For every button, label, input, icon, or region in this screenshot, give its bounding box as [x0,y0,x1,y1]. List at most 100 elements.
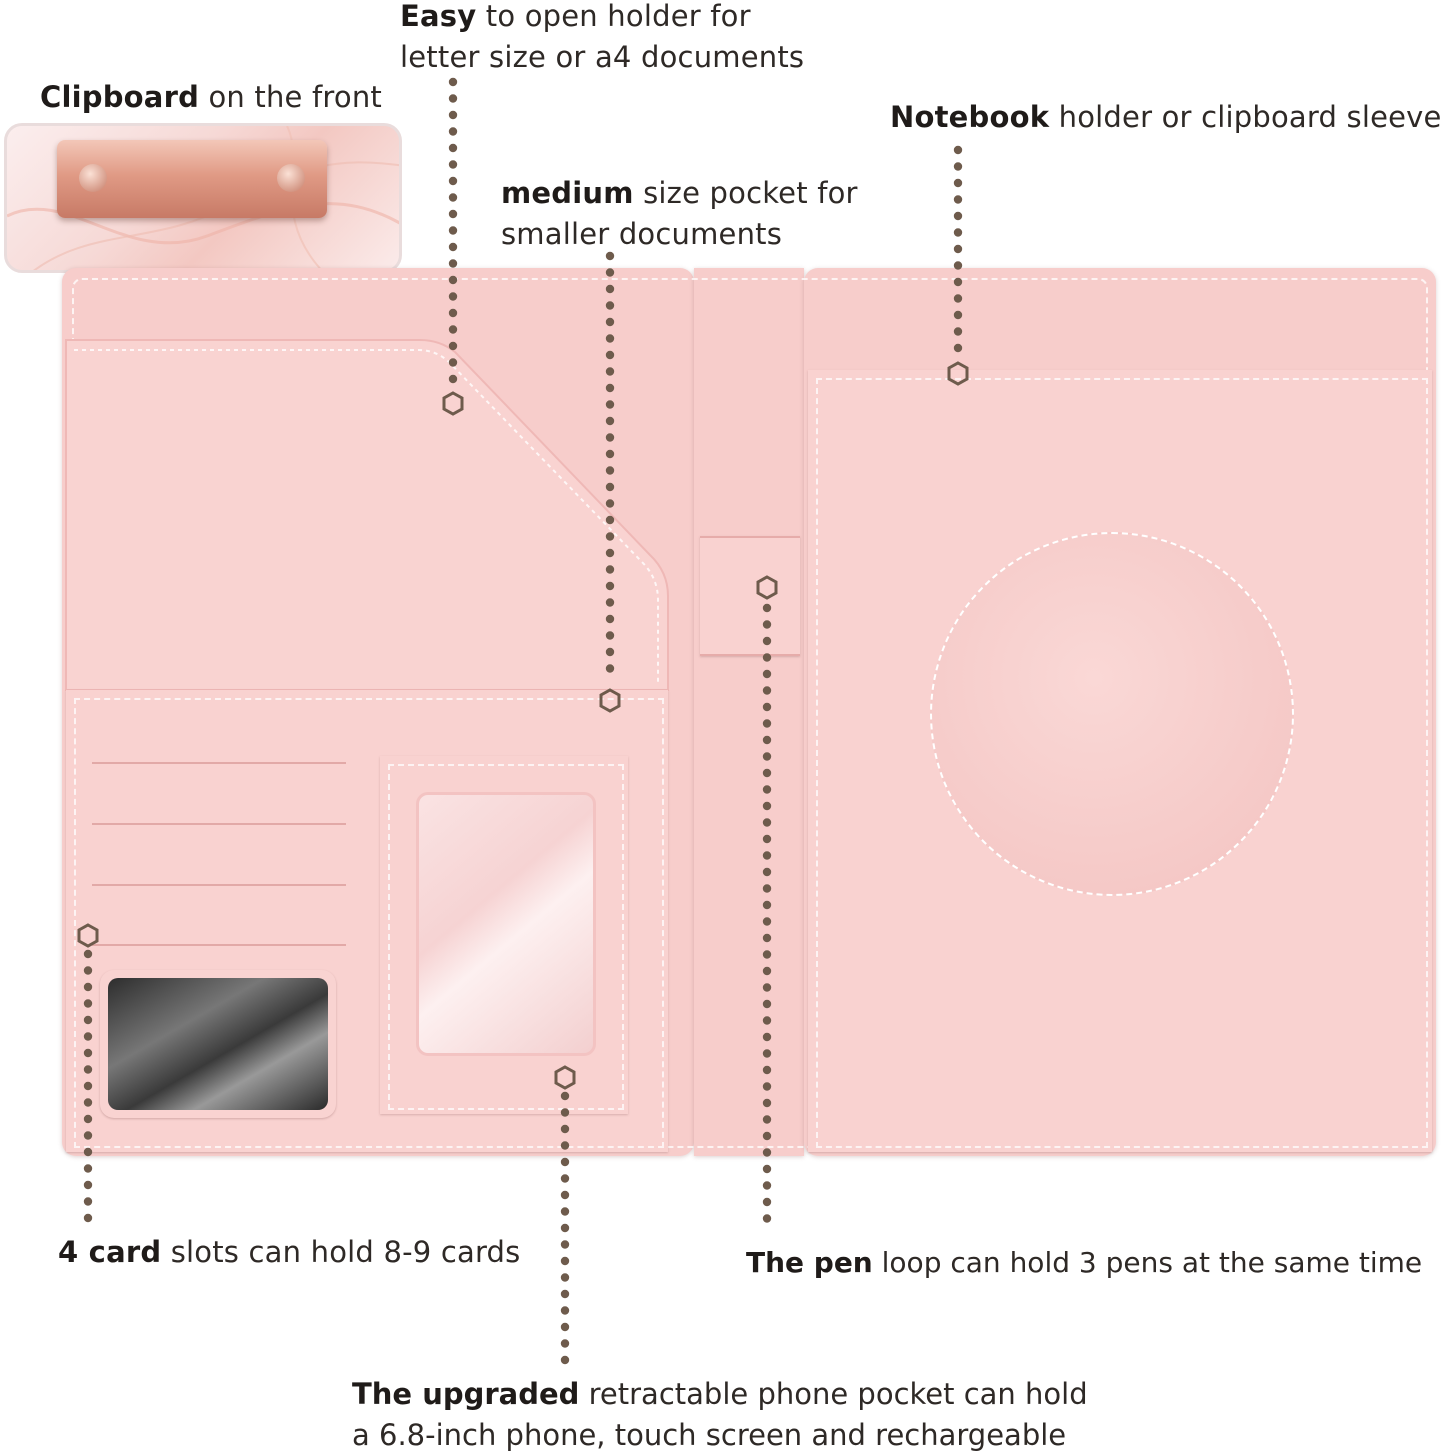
leader-dot [83,1048,93,1058]
annotation-easy-text: to open holder for [476,0,751,33]
leader-dot [560,1091,570,1101]
pen-loop [700,536,800,656]
leader-dot [605,631,615,640]
leader-dot [762,1131,772,1141]
leader-dot [762,1065,772,1075]
leader-dot [953,195,963,204]
leader-dot [448,160,458,169]
leader-dot [762,603,772,613]
leader-dot [953,294,963,303]
leader-dot [762,702,772,712]
leader-dot [448,292,458,301]
leader-dot [953,162,963,171]
leader-dot [560,1322,570,1332]
leader-dot [762,1032,772,1042]
leader-dot [605,482,615,492]
annotation-upgraded-line2: a 6.8-inch phone, touch screen and recha… [352,1418,1067,1452]
leader-dot [953,327,963,336]
leader-dot [448,341,458,351]
annotation-cards-bold: 4 card [58,1235,162,1269]
circle-emboss [930,532,1294,896]
leader-dot [448,127,458,136]
annotation-medium-text: size pocket for [633,176,858,210]
leader-dot [762,867,772,877]
annotation-medium-line2: smaller documents [501,217,783,251]
annotation-notebook-bold: Notebook [890,100,1050,134]
leader-dot [560,1108,570,1117]
leader-dot [762,884,772,893]
leader-dot [605,350,615,360]
leader-dot [560,1174,570,1183]
leader-dot [762,752,772,761]
leader-dot [83,1180,93,1190]
leader-dot [560,1207,570,1216]
leader-dot [605,614,615,624]
leader-dot [83,1114,93,1124]
leader-dot [605,647,615,657]
leader-dot [605,251,615,261]
leader-dot [762,1115,772,1124]
annotation-cards: 4 card slots can hold 8-9 cards [58,1232,520,1273]
annotation-easy-bold: Easy [400,0,477,33]
leader-dot [953,145,963,155]
leader-dot [605,383,615,393]
leader-dot [953,310,963,320]
leader-dot [560,1273,570,1282]
leader-dot [605,466,615,475]
leader-dot [953,261,963,270]
card-slot [92,762,346,764]
leader-dot [448,374,458,384]
annotation-clipboard: Clipboard on the front [40,77,382,118]
marker-phone-icon [554,1065,576,1090]
annotation-upgraded: The upgraded retractable phone pocket ca… [352,1374,1088,1456]
leader-dot [605,515,615,525]
leader-dot [762,735,772,745]
leader-dot [560,1157,570,1167]
leader-dot [605,532,615,541]
leader-dot [560,1240,570,1249]
leader-dot [605,581,615,591]
leader-dot [448,110,458,120]
leader-dot [448,226,458,235]
leader-dot [762,768,772,778]
leader-dot [83,999,93,1008]
leader-dot [762,900,772,910]
leader-dot [762,933,772,943]
leader-dot [605,499,615,508]
leader-dot [605,284,615,294]
annotation-easy: Easy to open holder for letter size or a… [400,0,804,78]
leader-dot [560,1124,570,1134]
leader-dot [560,1339,570,1348]
leader-dot [762,636,772,646]
leader-dot [762,686,772,695]
leader-dot [560,1190,570,1200]
card-slot [92,823,346,825]
folio-spine [694,268,804,1156]
leader-dot [448,308,458,318]
id-window [100,970,336,1118]
leader-dot [762,620,772,629]
marker-medium-icon [599,688,621,713]
leader-dot [448,77,458,87]
annotation-pen-bold: The pen [746,1246,873,1279]
leader-dot [560,1289,570,1299]
leader-dot [762,1181,772,1190]
leader-dot [953,277,963,287]
leader-dot [762,1049,772,1058]
leader-dot [762,1164,772,1174]
marker-easy-icon [442,391,464,416]
clip-mechanism [57,140,327,218]
leader-dot [83,1164,93,1173]
leader-dot [448,325,458,334]
leader-dot [560,1256,570,1266]
leader-dot [762,801,772,811]
annotation-notebook-text: holder or clipboard sleeve [1049,100,1442,134]
phone-window [416,792,596,1056]
leader-dot [83,1213,93,1223]
leader-dot [83,1015,93,1025]
leader-dot [605,334,615,343]
annotation-clipboard-text: on the front [199,80,383,114]
card-slot [92,944,346,946]
annotation-medium-bold: medium [501,176,634,210]
